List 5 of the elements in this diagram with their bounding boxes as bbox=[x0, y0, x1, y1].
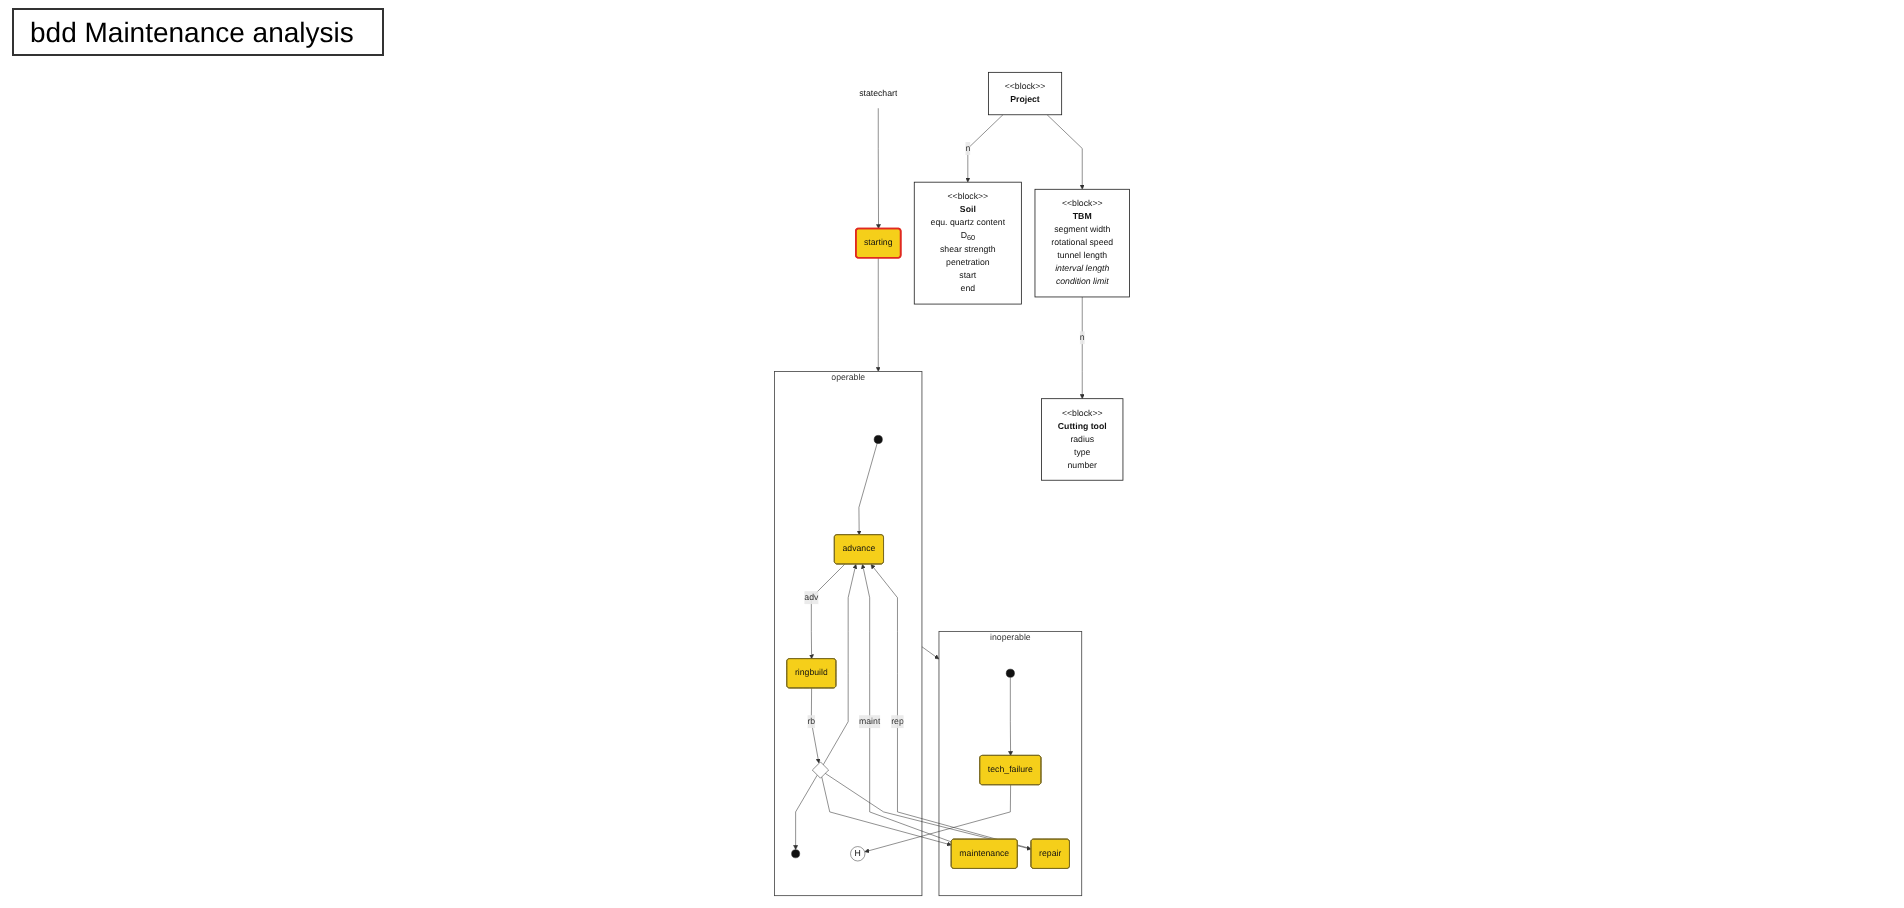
node-circle bbox=[791, 849, 800, 859]
node-circle bbox=[1006, 668, 1015, 678]
node-circle bbox=[873, 435, 883, 444]
diagram-title: bdd Maintenance analysis bbox=[12, 8, 384, 56]
node-diamond bbox=[812, 761, 829, 779]
